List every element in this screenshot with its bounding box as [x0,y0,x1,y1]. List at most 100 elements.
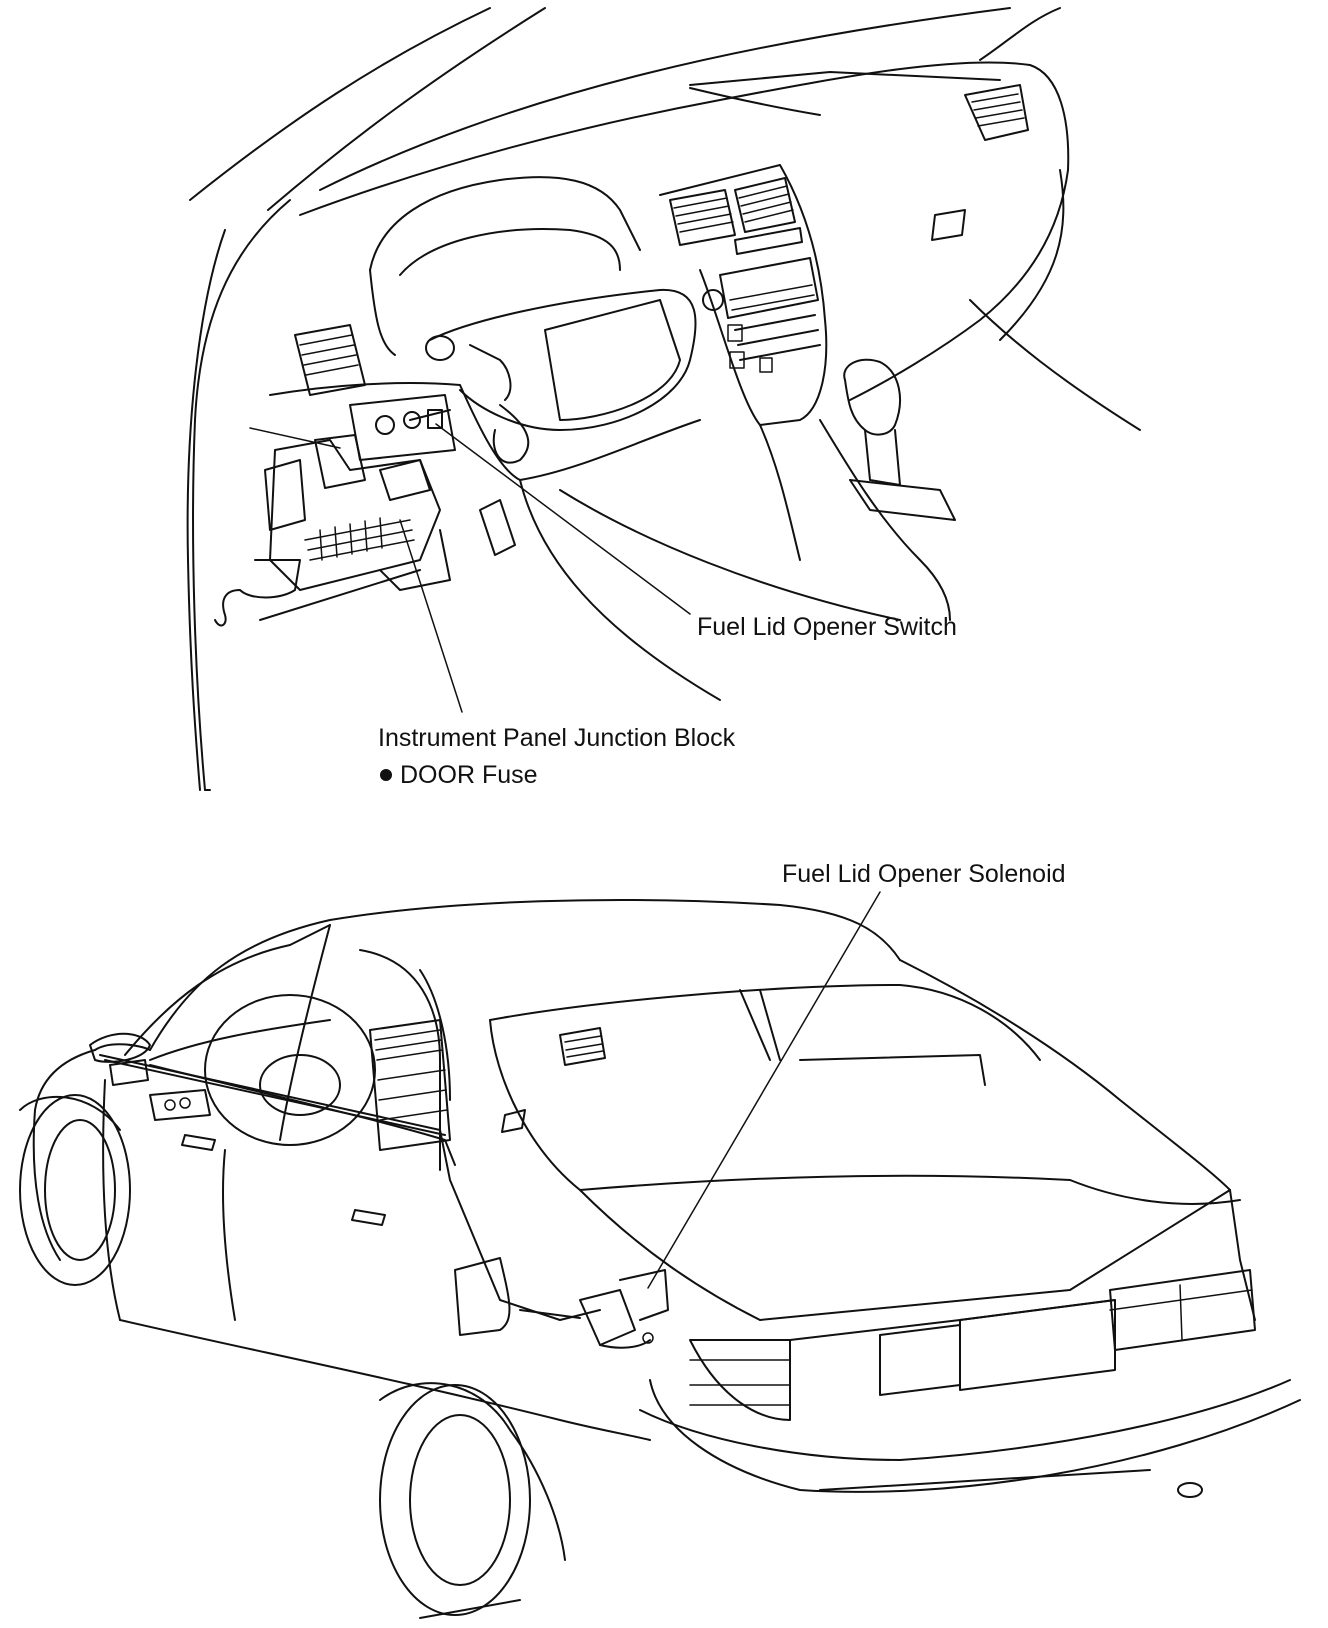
passenger-dash-lower [969,299,1141,431]
fuel-lid-wiring [149,1064,456,1166]
clock-display [734,227,803,255]
rear-bumper [649,1379,1301,1493]
fuse-rows [304,519,415,561]
windshield-pillar-line [189,7,491,201]
dashboard-top [689,71,1001,86]
rear-window-frame [799,1054,986,1086]
floor-line [559,489,901,621]
steering-hub [544,299,681,421]
license-plate-area [959,1299,1116,1391]
door-line [102,1079,121,1321]
tail-light-segments [689,1359,791,1406]
steering-hub-interior [259,1054,341,1116]
rear-wheel-rim [409,1414,511,1586]
a-pillar [279,924,331,1141]
tail-light-segments [1109,1284,1253,1341]
interior-dash [149,1019,331,1061]
junction-block-connector [379,459,431,501]
trunk-lid [579,1189,761,1321]
junction-block-housing [314,434,366,489]
vent-slats [673,197,734,233]
steering-column [469,344,512,401]
door-sill [119,1319,651,1441]
dashboard-illustration [186,7,1141,791]
wiper-stalk-knob [425,335,455,361]
radio-knob [702,289,724,311]
fuel-lid-cable [99,1054,601,1321]
lower-dash-panel [269,382,521,481]
a-pillar-outline [186,229,226,791]
interior-switch [179,1097,191,1109]
passenger-dash-lower [999,169,1065,341]
gear-shift-boot [864,429,901,486]
front-wheel [19,1094,131,1286]
b-pillar [419,969,451,1101]
leader-line-junction-block [399,519,463,713]
interior-controls [377,1069,448,1121]
fuel-lid-opener-switch-part [427,409,443,429]
dashboard-top [299,61,1070,216]
interior-switch [164,1099,176,1111]
rear-bumper-lower [819,1469,1151,1491]
solenoid-connector [642,1332,654,1344]
front-wheel-rim [44,1119,116,1261]
cluster-face [399,228,621,276]
pedal [479,499,516,556]
a-pillar-outline [192,199,291,791]
cluster-hood [369,176,641,271]
door-handle-rear [351,1209,386,1226]
fuel-lid-opener-solenoid-label: Fuel Lid Opener Solenoid [782,860,1066,888]
car-roof-edge [124,924,331,1056]
door-fuse-label-row: DOOR Fuse [380,760,538,790]
roof-line [979,7,1061,61]
tail-light-right [1109,1269,1256,1351]
b-pillar [359,949,441,1171]
fuel-lid [454,1257,511,1336]
trunk-edge-right [1229,1189,1256,1321]
roof-line [319,7,1011,191]
climate-button [727,324,743,342]
right-air-vent [964,84,1029,141]
shift-gate [849,479,956,521]
rear-bumper [639,1379,1291,1461]
front-wheel-arch [19,1095,121,1131]
windshield-pillar-line [267,7,546,211]
junction-block [269,439,441,591]
car-roof [149,899,901,1051]
rear-wheel-arch [379,1382,566,1561]
rear-deck [899,959,1231,1191]
fuse-cells [319,517,383,561]
vent-slats [738,185,794,223]
lower-dash-panel [519,419,701,481]
solenoid-plunger [519,1309,581,1319]
trunk-lid [759,1189,1231,1321]
gear-shift-knob [843,358,901,436]
junction-block-base [259,569,421,621]
exhaust-tip [1177,1482,1203,1498]
glovebox-outline [849,169,1069,401]
center-console [819,419,951,621]
leader-line-junction-block-top [249,427,341,449]
fuel-lid-opener-switch-label: Fuel Lid Opener Switch [697,613,957,641]
center-console [759,424,801,561]
ground-line [419,1599,521,1619]
center-vent-left [669,189,736,246]
center-vent-right [734,177,796,233]
dash-switch [375,415,395,435]
leader-line-solenoid [647,891,881,1289]
fuel-lid-cable [104,1059,446,1136]
radio-buttons [729,284,815,311]
tail-light-left [689,1339,791,1421]
car-body-side [32,1049,96,1261]
dash-vent-interior [559,1027,606,1066]
vent-slats [971,93,1025,127]
steering-wheel-interior [204,994,376,1146]
fuel-lid-opener-solenoid-part [579,1289,636,1346]
center-garnish [879,1324,961,1396]
kick-panel [379,529,451,591]
radio-unit [719,257,819,319]
side-mirror [89,1032,151,1063]
center-stack-interior [369,1019,451,1151]
cluster-hood [369,269,396,356]
